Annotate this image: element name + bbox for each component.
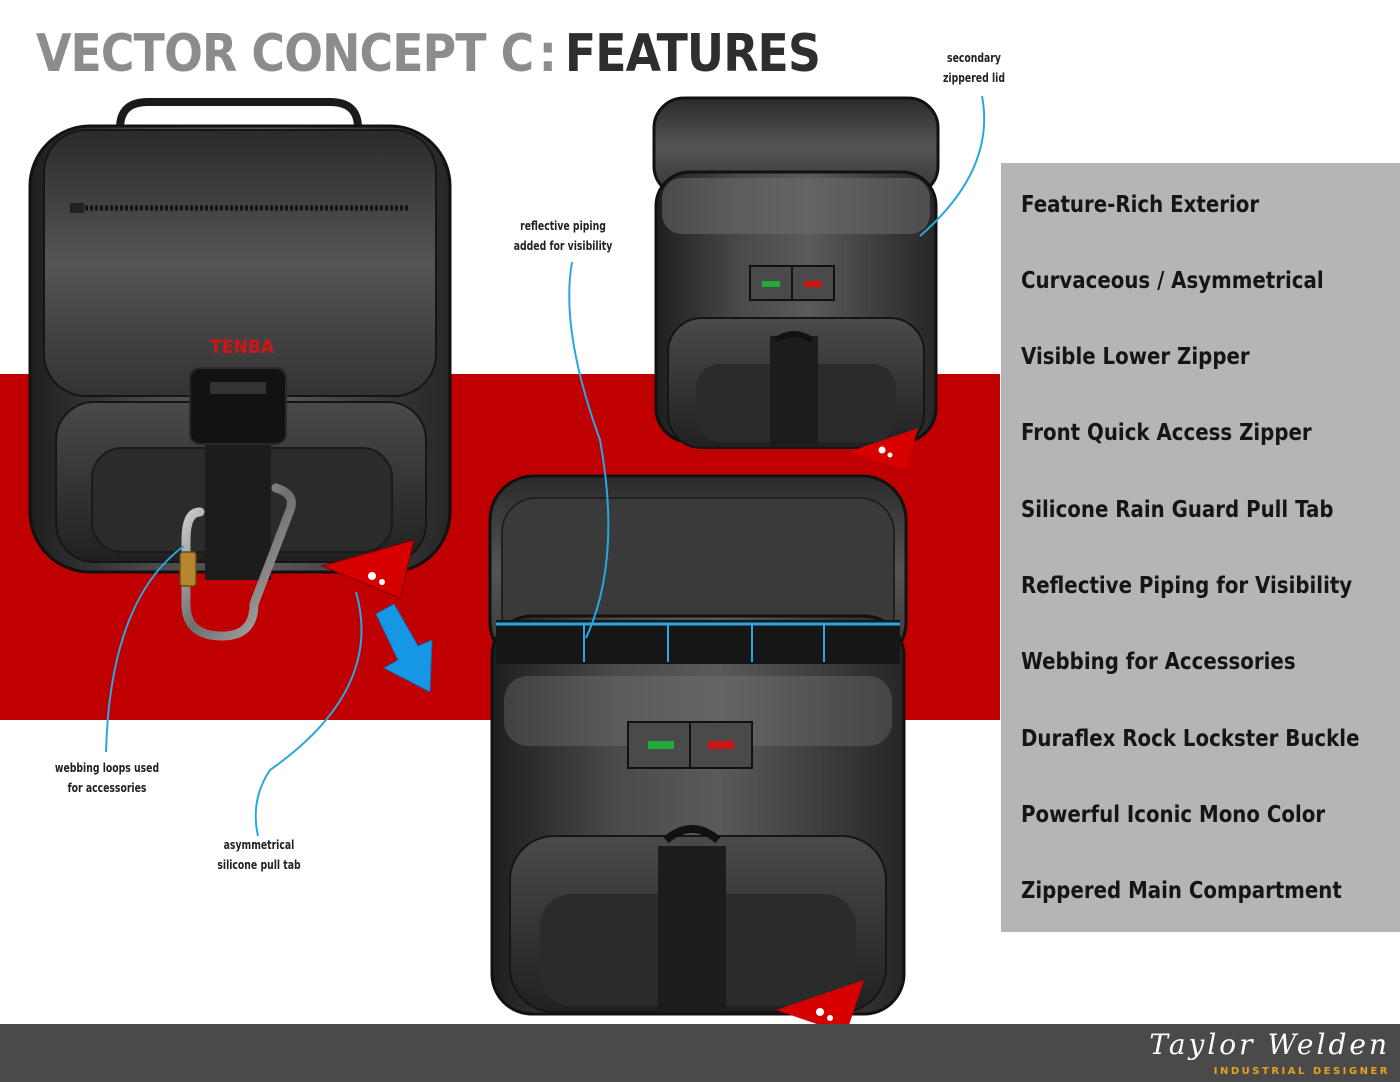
callout-line-lid	[919, 95, 986, 237]
annotation-secondary-lid: secondary zippered lid	[931, 48, 1017, 88]
title-features: FEATURES	[564, 24, 821, 84]
annotation-line: asymmetrical	[223, 838, 295, 852]
feature-item: Curvaceous / Asymmetrical	[1021, 268, 1324, 294]
annotation-line: secondary	[947, 51, 1001, 65]
annotation-line: silicone pull tab	[217, 858, 301, 872]
title-concept: VECTOR CONCEPT C	[36, 24, 534, 84]
feature-item: Reflective Piping for Visibility	[1021, 573, 1353, 599]
features-panel: Feature-Rich Exterior Curvaceous / Asymm…	[1001, 163, 1400, 932]
designer-role: INDUSTRIAL DESIGNER	[1213, 1066, 1390, 1077]
callout-line-webbing	[105, 545, 185, 753]
callout-line-piping	[568, 261, 610, 639]
annotation-line: reflective piping	[520, 219, 606, 233]
feature-item: Feature-Rich Exterior	[1021, 192, 1260, 218]
page-title: VECTOR CONCEPT C:FEATURES	[36, 24, 821, 104]
bag-front-view	[28, 98, 452, 641]
feature-item: Front Quick Access Zipper	[1021, 420, 1312, 446]
annotation-line: zippered lid	[943, 71, 1005, 85]
annotation-reflective-piping: reflective piping added for visibility	[509, 216, 617, 256]
brand-logo: TENBA	[210, 336, 275, 358]
callout-line-pulltab	[254, 591, 363, 837]
bag-secondary-lid-view	[652, 96, 940, 470]
designer-signature: Taylor Welden	[1149, 1028, 1390, 1061]
annotation-pull-tab: asymmetrical silicone pull tab	[208, 835, 309, 875]
feature-item: Silicone Rain Guard Pull Tab	[1021, 497, 1334, 523]
annotation-line: webbing loops used	[54, 761, 160, 775]
annotation-webbing-loops: webbing loops used for accessories	[51, 758, 163, 798]
direction-arrow-icon	[375, 603, 433, 693]
feature-item: Powerful Iconic Mono Color	[1021, 802, 1326, 828]
footer-bar: Taylor Welden INDUSTRIAL DESIGNER	[0, 1024, 1400, 1082]
bag-main-compartment-view	[488, 474, 908, 1034]
title-separator: :	[538, 24, 557, 84]
feature-item: Webbing for Accessories	[1021, 649, 1296, 675]
annotation-line: added for visibility	[513, 239, 613, 253]
feature-item: Duraflex Rock Lockster Buckle	[1021, 726, 1360, 752]
feature-item: Visible Lower Zipper	[1021, 344, 1250, 370]
feature-item: Zippered Main Compartment	[1021, 878, 1342, 904]
annotation-line: for accessories	[67, 781, 147, 795]
